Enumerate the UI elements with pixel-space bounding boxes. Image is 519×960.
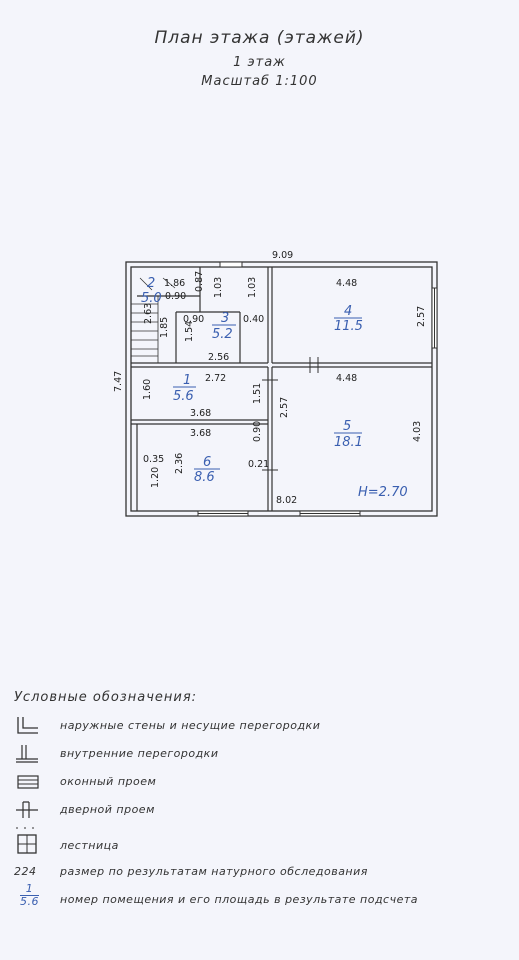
dim-151: 1.51 [252, 383, 263, 404]
legend-text-inner-partitions: внутренние перегородки [60, 747, 219, 760]
room-1-number: 1 [183, 373, 191, 388]
dim-160: 1.60 [142, 379, 153, 400]
plan-title: План этажа (этажей) [154, 28, 365, 48]
dim-090c: 0.90 [252, 421, 263, 442]
dim-236: 2.36 [174, 453, 185, 474]
room-3-number: 3 [221, 311, 229, 326]
dim-257b: 2.57 [279, 397, 290, 418]
inner-partition-icon [16, 745, 38, 763]
room-2-number: 2 [147, 276, 155, 291]
window-icon [17, 775, 39, 789]
scale-label: Масштаб 1:100 [201, 74, 318, 89]
legend-text-window: оконный проем [60, 775, 157, 788]
dim-total-width: 9.09 [272, 250, 293, 261]
dim-272: 2.72 [205, 373, 226, 384]
room-2-area: 5.0 [141, 291, 162, 306]
room-5-number: 5 [343, 419, 351, 434]
dim-154: 1.54 [184, 321, 195, 342]
legend-item-window: оконный проем [14, 769, 514, 797]
dim-103b: 1.03 [247, 277, 258, 298]
room-3: 3 5.2 [212, 311, 236, 342]
room-5: 5 18.1 [334, 419, 363, 450]
dim-090a: 0.90 [165, 291, 186, 302]
dim-368a: 3.68 [190, 408, 211, 419]
legend-item-inner-partitions: внутренние перегородки [14, 741, 514, 769]
legend-room-sample-area: 5.6 [20, 895, 39, 908]
legend-item-room: 1 5.6 номер помещения и его площадь в ре… [14, 883, 514, 919]
dim-035: 0.35 [143, 454, 164, 465]
dim-103a: 1.03 [213, 277, 224, 298]
legend-item-outer-walls: наружные стены и несущие перегородки [14, 713, 514, 741]
dim-040: 0.40 [243, 314, 264, 325]
legend-item-door: дверной проем [14, 797, 514, 825]
legend-text-door: дверной проем [60, 803, 155, 816]
dim-021: 0.21 [248, 459, 269, 470]
room-4: 4 11.5 [334, 304, 363, 334]
door-icon [16, 801, 38, 818]
dim-802: 8.02 [276, 495, 297, 506]
dim-448-mid: 4.48 [336, 373, 357, 384]
legend-room-sample-number: 1 [25, 882, 34, 895]
room-6-number: 6 [203, 455, 211, 470]
legend-text-outer-walls: наружные стены и несущие перегородки [60, 719, 321, 732]
dim-403: 4.03 [412, 421, 423, 442]
legend-text-measure: размер по результатам натурного обследов… [60, 865, 368, 878]
legend-title: Условные обозначения: [14, 690, 198, 705]
room-1: 1 5.6 [173, 373, 196, 404]
legend-text-room: номер помещения и его площадь в результа… [60, 893, 419, 906]
dim-256: 2.56 [208, 352, 229, 363]
dim-total-depth: 7.47 [113, 371, 124, 392]
windows [197, 261, 438, 517]
room-1-area: 5.6 [173, 389, 194, 404]
ceiling-height: Н=2.70 [358, 485, 408, 500]
legend-item-stairs: лестница [14, 825, 514, 859]
room-6: 6 8.6 [194, 455, 220, 485]
outer-wall [125, 261, 438, 517]
stairs [131, 277, 176, 363]
room-6-area: 8.6 [194, 470, 215, 485]
dim-263: 2.63 [143, 303, 154, 324]
outer-wall-inner [130, 266, 433, 512]
legend-text-stairs: лестница [60, 839, 119, 852]
legend-item-measure: 224 размер по результатам натурного обсл… [14, 859, 514, 887]
dim-087: 0.87 [194, 271, 205, 292]
room-2: 2 5.0 [141, 276, 162, 306]
dim-448-top: 4.48 [336, 278, 357, 289]
legend: Условные обозначения: наружные стены и н… [14, 690, 514, 919]
room-4-area: 11.5 [334, 319, 363, 334]
room-5-area: 18.1 [334, 435, 363, 450]
stairs-icon [16, 827, 37, 854]
dim-186: 1.86 [164, 278, 185, 289]
dim-120: 1.20 [150, 467, 161, 488]
room-3-area: 5.2 [212, 327, 233, 342]
doors [262, 357, 319, 471]
legend-room-sample: 1 5.6 [20, 883, 39, 908]
floor-label: 1 этаж [233, 55, 286, 70]
room-4-number: 4 [344, 304, 352, 319]
dim-368b: 3.68 [190, 428, 211, 439]
dim-090b: 0.90 [183, 314, 204, 325]
dim-185: 1.85 [159, 317, 170, 338]
legend-measure-sample: 224 [14, 865, 37, 878]
outer-wall-icon [17, 717, 38, 734]
dim-257a: 2.57 [416, 306, 427, 327]
